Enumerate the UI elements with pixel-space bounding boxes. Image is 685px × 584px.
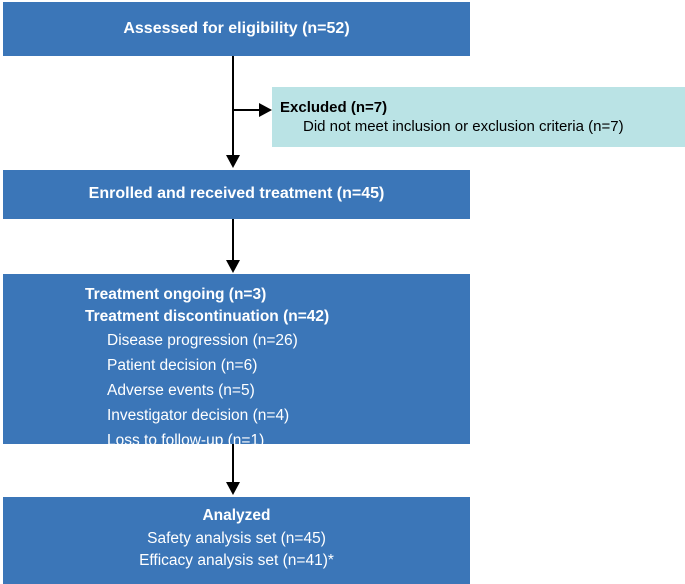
connector-treatment-to-analyzed	[232, 444, 234, 484]
discontinuation-reason-4: Loss to follow-up (n=1)	[107, 432, 265, 450]
excluded-reason-0: Did not meet inclusion or exclusion crit…	[303, 118, 624, 135]
arrowhead-right-icon	[259, 103, 272, 117]
assessed-title: Assessed for eligibility (n=52)	[123, 19, 350, 37]
analyzed-set-0: Safety analysis set (n=45)	[147, 529, 326, 547]
node-treatment-status: Treatment ongoing (n=3) Treatment discon…	[3, 274, 470, 449]
arrowhead-down-icon	[226, 155, 240, 168]
arrowhead-down-icon	[226, 260, 240, 273]
enrolled-title: Enrolled and received treatment (n=45)	[88, 185, 385, 203]
discontinuation-reason-1: Patient decision (n=6)	[107, 357, 258, 375]
discontinuation-reason-2: Adverse events (n=5)	[107, 382, 255, 400]
connector-assessed-to-enrolled	[232, 56, 234, 156]
connector-enrolled-to-treatment	[232, 219, 234, 261]
analyzed-set-1: Efficacy analysis set (n=41)*	[139, 552, 334, 570]
analyzed-title: Analyzed	[202, 507, 271, 524]
excluded-title: Excluded (n=7)	[280, 98, 388, 116]
node-enrolled-and-received-treatment: Enrolled and received treatment (n=45)	[3, 170, 470, 219]
node-excluded: Excluded (n=7) Did not meet inclusion or…	[272, 87, 685, 147]
node-analyzed: Analyzed Safety analysis set (n=45) Effi…	[3, 497, 470, 584]
treatment-discontinuation-label: Treatment discontinuation (n=42)	[85, 308, 330, 325]
discontinuation-reason-3: Investigator decision (n=4)	[107, 407, 290, 425]
arrowhead-down-icon	[226, 482, 240, 495]
node-assessed-for-eligibility: Assessed for eligibility (n=52)	[3, 2, 470, 56]
treatment-ongoing-label: Treatment ongoing (n=3)	[85, 286, 267, 303]
connector-branch-to-excluded	[234, 109, 262, 111]
discontinuation-reason-0: Disease progression (n=26)	[107, 332, 298, 349]
